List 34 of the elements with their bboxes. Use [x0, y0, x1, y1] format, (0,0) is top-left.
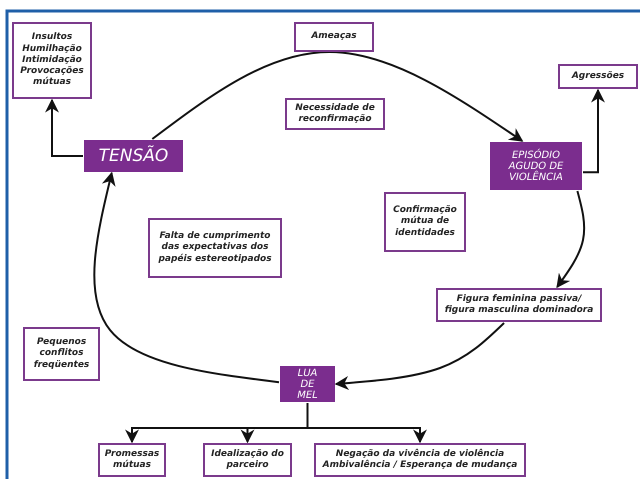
node-label: Idealização do parceiro: [210, 448, 285, 472]
phase-box: [84, 140, 183, 172]
node-label: Negação da vivência de violência Ambivalência / Esperança de mudança: [321, 448, 518, 472]
note-box: [558, 64, 638, 89]
node-label: LUA DE MEL: [296, 368, 319, 400]
arrow: [334, 322, 505, 390]
node-label: Falta de cumprimento das expectativas dos papéis estereotipados: [157, 231, 273, 265]
arrow: [45, 98, 83, 157]
note-box: [203, 443, 292, 477]
arrow: [93, 172, 280, 384]
node-label: Promessas mútuas: [104, 448, 160, 472]
phase-box: [490, 142, 582, 190]
note-box: [285, 98, 385, 130]
phase-box: [280, 366, 335, 402]
arrow: [583, 88, 605, 174]
note-box: [98, 443, 166, 477]
node-label: Confirmação mútua de identidades: [392, 205, 458, 239]
arrow: [152, 51, 524, 142]
node-label: Agressões: [572, 70, 624, 82]
note-box: [436, 288, 602, 322]
note-box: [148, 218, 282, 278]
node-label: Figura feminina passiva/ figura masculina dominadora: [444, 294, 594, 316]
note-box: [294, 22, 374, 52]
note-box: [314, 443, 526, 477]
node-label: TENSÃO: [98, 146, 168, 166]
node-label: Pequenos conflitos freqüentes: [32, 337, 90, 371]
arrow: [556, 190, 586, 288]
node-label: Insultos Humilhação Intimidação Provocações mútuas: [19, 32, 85, 89]
note-box: [23, 327, 100, 381]
note-box: [384, 192, 466, 252]
note-box: [12, 22, 92, 99]
node-label: EPISÓDIO AGUDO DE VIOLÊNCIA: [507, 150, 564, 182]
node-label: Necessidade de reconfirmação: [294, 102, 376, 126]
node-label: Ameaças: [311, 31, 357, 43]
